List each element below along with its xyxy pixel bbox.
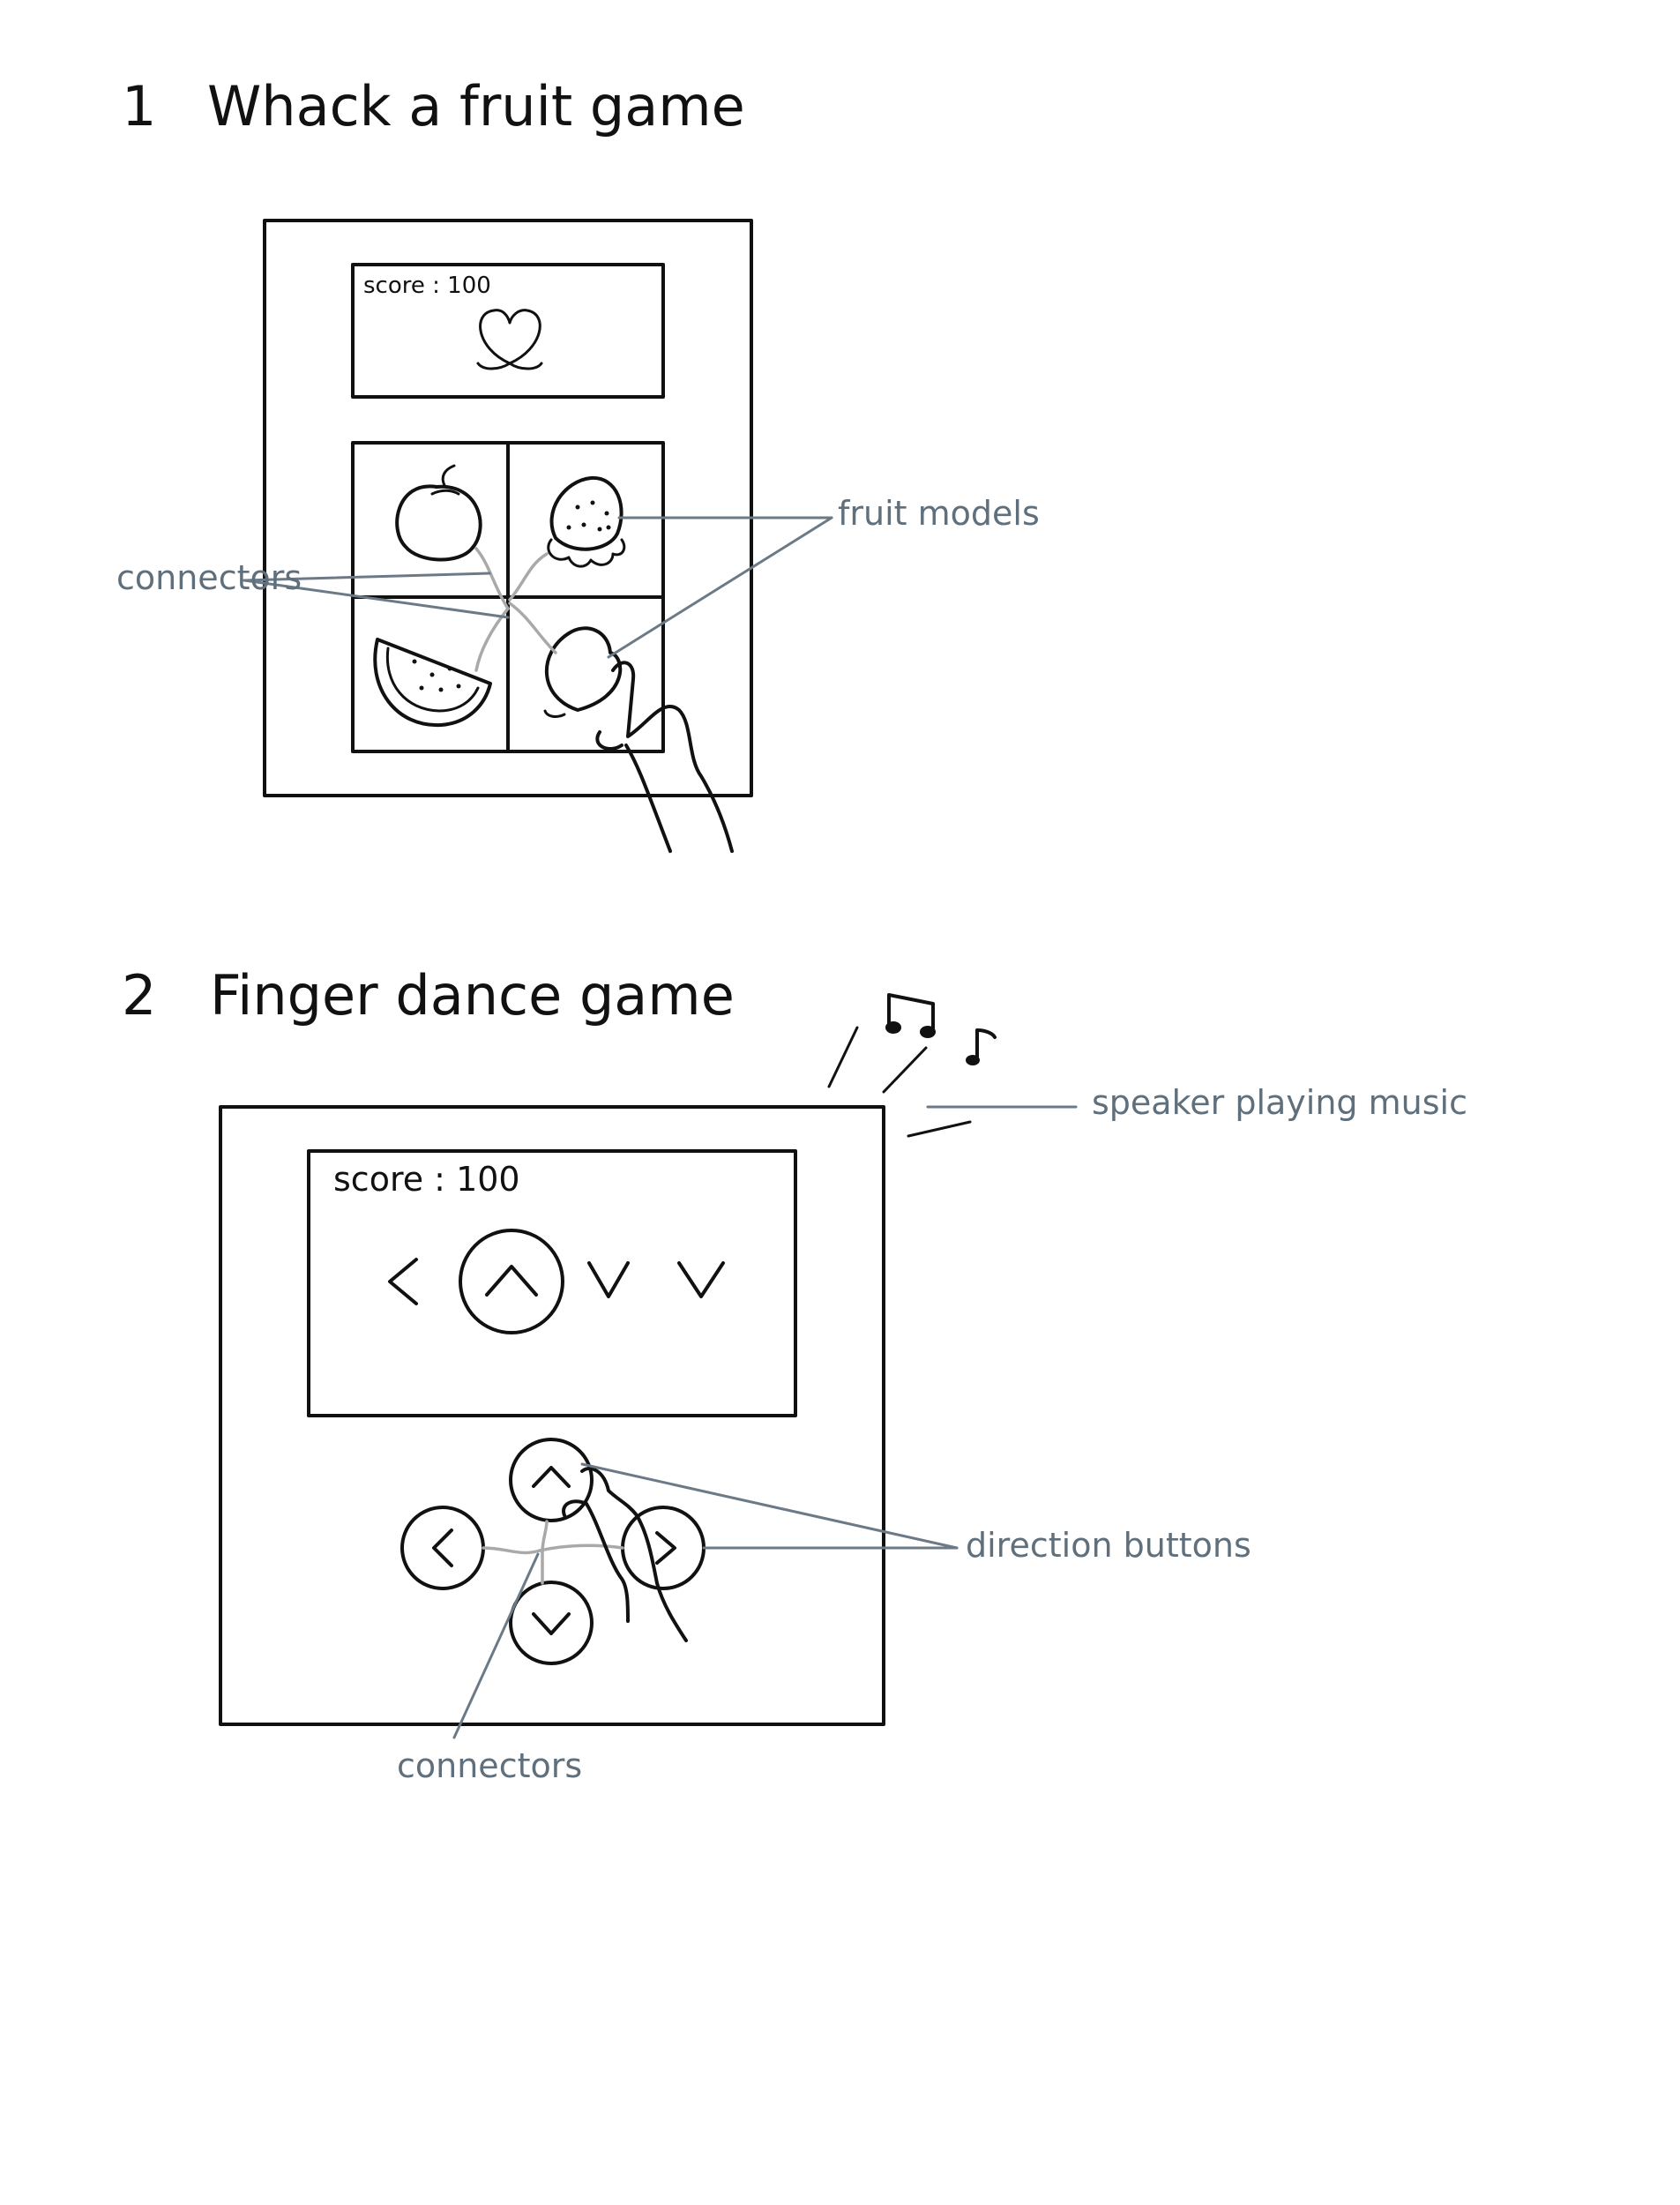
direction-button-down[interactable] <box>509 1581 594 1665</box>
arrow-right-icon <box>655 1531 676 1565</box>
music-notes-icon <box>885 993 997 1065</box>
apple-icon[interactable] <box>395 464 482 562</box>
fruit-grid <box>351 441 665 753</box>
peach-model-icon[interactable] <box>543 626 623 719</box>
section-1-title: Whack a fruit game <box>207 74 745 138</box>
section-2-title: Finger dance game <box>210 963 735 1028</box>
connectors-annotation-2: connectors <box>397 1552 582 1785</box>
display-arrow-up-icon <box>485 1265 538 1297</box>
direction-buttons-annotation: direction buttons <box>580 1462 1251 1565</box>
pointing-hand-icon-2 <box>562 1466 688 1642</box>
display-arrow-down-icon <box>587 1261 630 1298</box>
speaker-annotation: speaker playing music <box>926 1083 1467 1122</box>
direction-button-up[interactable] <box>509 1438 594 1522</box>
fruit-connector-wires <box>474 547 557 672</box>
display-active-circle <box>459 1229 564 1334</box>
direction-button-left[interactable] <box>400 1506 485 1590</box>
direction-buttons-label: direction buttons <box>966 1526 1251 1565</box>
direction-button-right[interactable] <box>621 1506 706 1590</box>
connectors-annotation-1: connectors <box>116 558 510 619</box>
sound-lines <box>827 1026 972 1138</box>
peach-icon <box>476 309 543 370</box>
speaker-label: speaker playing music <box>1092 1083 1467 1122</box>
arrow-left-icon <box>432 1529 453 1567</box>
watermelon-icon[interactable] <box>373 638 492 728</box>
section-1-number: 1 <box>122 74 156 138</box>
fruit-game-score: score : 100 <box>363 273 491 299</box>
strawberry-icon[interactable] <box>547 475 626 568</box>
fruit-game-display <box>351 263 665 399</box>
display-arrow-left-icon <box>388 1258 418 1305</box>
dance-game-display <box>307 1149 797 1417</box>
arrow-down-icon <box>532 1612 571 1635</box>
connectors-label-2: connectors <box>397 1746 582 1785</box>
pointing-hand-icon <box>595 661 734 853</box>
fruit-models-annotation: fruit models <box>607 494 1040 659</box>
fruit-game-device-frame <box>263 219 753 797</box>
display-arrow-down-icon-2 <box>677 1261 725 1298</box>
section-1: 1 Whack a fruit game score : 100 <box>116 74 1040 853</box>
section-2-number: 2 <box>122 963 156 1028</box>
arrow-up-icon <box>532 1466 571 1488</box>
button-connector-wires <box>482 1520 624 1585</box>
fruit-models-label: fruit models <box>838 494 1040 533</box>
connectors-label-1: connectors <box>116 558 302 597</box>
section-2: 2 Finger dance game score : 100 <box>122 963 1467 1785</box>
dance-game-device-frame <box>219 1105 885 1726</box>
dance-game-score: score : 100 <box>333 1160 520 1199</box>
